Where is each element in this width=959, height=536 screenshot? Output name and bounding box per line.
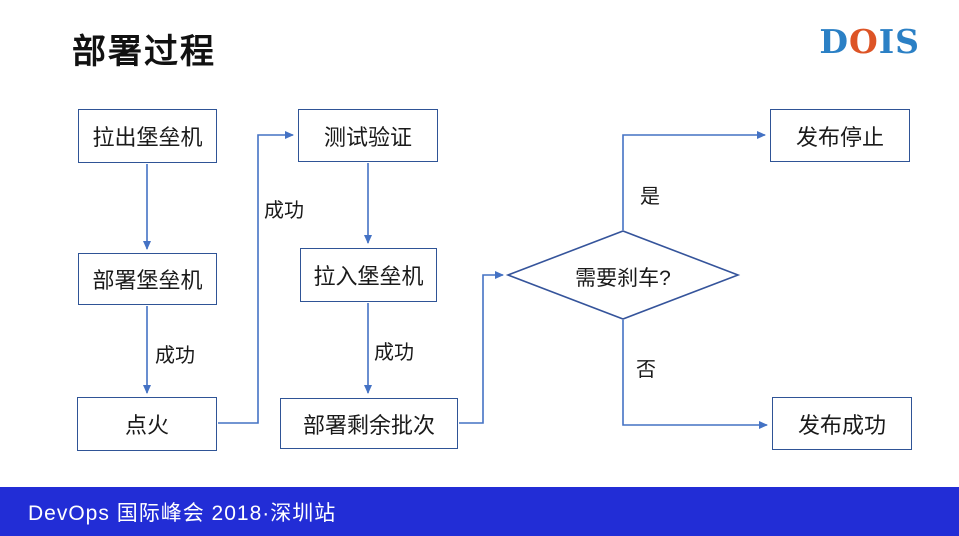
node-label: 部署剩余批次 (302, 412, 435, 438)
node-deploy-remaining: 部署剩余批次 (280, 398, 458, 449)
edge-label-yes: 是 (640, 186, 660, 208)
node-test-verify: 测试验证 (298, 109, 438, 162)
node-pull-out-bastion: 拉出堡垒机 (78, 109, 217, 163)
logo-letter-o: O (848, 22, 879, 61)
node-label: 拉入堡垒机 (313, 264, 424, 289)
page-title: 部署过程 (72, 33, 216, 71)
edge-label-success-2: 成功 (264, 200, 304, 222)
edge-label-success-3: 成功 (374, 342, 414, 364)
node-label: 部署堡垒机 (92, 268, 203, 293)
node-ignite: 点火 (77, 397, 217, 451)
node-label: 测试验证 (323, 124, 412, 150)
dois-logo: DOIS (819, 22, 920, 61)
node-label: 发布成功 (797, 412, 886, 438)
edge-label-success-1: 成功 (155, 345, 195, 367)
footer-text: DevOps 国际峰会 2018·深圳站 (28, 501, 337, 525)
edge-decision-no-to-success (622, 320, 768, 429)
edge-ignite-to-testverify (218, 131, 294, 424)
logo-letters-is: IS (878, 22, 920, 61)
logo-letter-d: D (819, 22, 849, 61)
footer-bar: DevOps 国际峰会 2018·深圳站 (0, 487, 959, 536)
decision-diamond-shape (505, 230, 741, 320)
node-pull-in-bastion: 拉入堡垒机 (300, 248, 437, 302)
edge-deployrest-to-decision (459, 271, 504, 424)
node-label: 发布停止 (795, 124, 884, 150)
decision-need-brake-label: 需要刹车? (575, 267, 671, 290)
edge-label-no: 否 (636, 359, 656, 381)
node-deploy-bastion: 部署堡垒机 (78, 253, 217, 305)
node-label: 拉出堡垒机 (92, 125, 203, 150)
node-label: 点火 (124, 413, 169, 438)
edge-decision-yes-to-stop (622, 131, 766, 230)
node-release-success: 发布成功 (772, 397, 912, 450)
node-release-stopped: 发布停止 (770, 109, 910, 162)
